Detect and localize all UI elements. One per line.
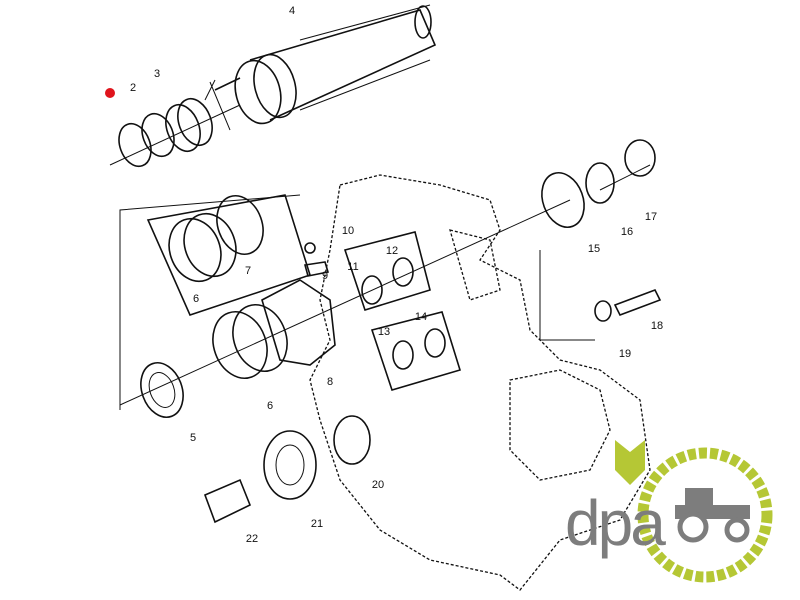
- callout-13: 13: [378, 326, 390, 338]
- callout-21: 21: [311, 518, 323, 530]
- box-6-7: [146, 194, 311, 316]
- box-13-14: [370, 311, 462, 391]
- callout-22: 22: [246, 533, 258, 545]
- callout-12: 12: [386, 245, 398, 257]
- marker-dot: [105, 88, 115, 98]
- part-2-3-rings: [109, 97, 241, 168]
- callout-19: 19: [619, 348, 631, 360]
- callout-7: 7: [245, 265, 251, 277]
- dpa-logo: dpa: [565, 440, 773, 583]
- callout-6a: 6: [193, 293, 199, 305]
- callout-labels: 2 3 4 5 6 7 6 8 9 10 11 12 13 14 15 16 1…: [130, 5, 663, 545]
- callout-20: 20: [372, 479, 384, 491]
- callout-9: 9: [322, 270, 328, 282]
- callout-6b: 6: [267, 400, 273, 412]
- part-4-shaft: [204, 4, 437, 131]
- callout-4: 4: [289, 5, 295, 17]
- tractor-icon: [675, 488, 750, 543]
- housing-outline: [309, 174, 651, 591]
- box-10-12: [343, 231, 431, 311]
- callout-16: 16: [621, 226, 633, 238]
- callout-17: 17: [645, 211, 657, 223]
- callout-10: 10: [342, 225, 354, 237]
- callout-3: 3: [154, 68, 160, 80]
- callout-2: 2: [130, 82, 136, 94]
- callout-8: 8: [327, 376, 333, 388]
- callout-11: 11: [347, 261, 358, 273]
- gear-ring-icon: [637, 447, 773, 583]
- callout-14: 14: [415, 311, 427, 323]
- callout-18: 18: [651, 320, 663, 332]
- logo-text: dpa: [565, 487, 666, 559]
- wheat-icon: [615, 440, 645, 485]
- callout-15: 15: [588, 243, 600, 255]
- callout-5: 5: [190, 432, 196, 444]
